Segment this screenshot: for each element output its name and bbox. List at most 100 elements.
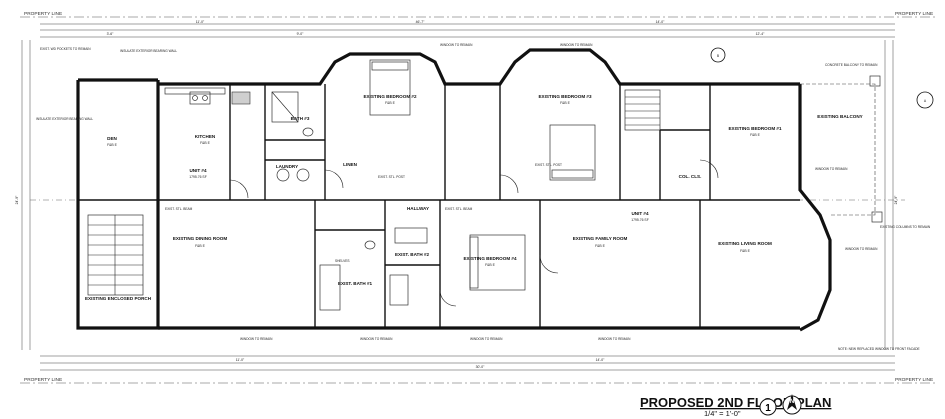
room-name-balcony: EXISTING BALCONY bbox=[817, 114, 862, 119]
laundry-fixtures bbox=[276, 168, 310, 182]
bed3-furniture bbox=[549, 124, 596, 181]
room-name-bed2: EXISTING BEDROOM #2 bbox=[363, 94, 417, 99]
room-label-bath2: EXIST. BATH #2 bbox=[395, 252, 430, 257]
drawing-scale: 1/4" = 1'-0" bbox=[704, 409, 741, 418]
dimension-strings-left: 24'-9" bbox=[15, 40, 31, 350]
room-sub-den: F&B E bbox=[107, 143, 118, 147]
room-label-porch: EXISTING ENCLOSED PORCH bbox=[85, 296, 152, 301]
room-label-unit4-bottom: UNIT #4 1795.76 SF bbox=[631, 211, 649, 222]
room-name-den: DEN bbox=[107, 136, 117, 141]
door-swings bbox=[229, 159, 719, 307]
title-block: PROPOSED 2ND FLOOR PLAN 1/4" = 1'-0" 1 bbox=[640, 395, 831, 418]
dimension-strings-top: 46'-7" 11'-0" 14'-0" 3'-6" 9'-0" 12'-4" bbox=[40, 20, 895, 38]
room-sub-kitchen: F&B E bbox=[200, 141, 211, 145]
room-label-bed4: EXISTING BEDROOM #4 F&B E bbox=[463, 256, 517, 267]
room-label-bath1: EXIST. BATH #1 bbox=[338, 281, 373, 286]
room-label-living: EXISTING LIVING ROOM F&B E bbox=[718, 241, 772, 253]
bath2-fixtures bbox=[389, 227, 428, 306]
dim-bottom-2: 14'-0" bbox=[596, 358, 605, 362]
room-name-linen: LINEN bbox=[343, 162, 357, 167]
note-shelves: SHELVES bbox=[335, 259, 349, 263]
room-name-unit4-bottom: UNIT #4 bbox=[631, 211, 649, 216]
note-stl-beam-2: EXIST. STL. BEAM bbox=[165, 207, 193, 211]
drawing-title: PROPOSED 2ND FLOOR PLAN bbox=[640, 395, 831, 410]
dim-top-4: 9'-0" bbox=[297, 32, 305, 36]
room-name-unit4-top: UNIT #4 bbox=[189, 168, 207, 173]
property-line-label-left-top: PROPERTY LINE bbox=[24, 11, 62, 17]
room-label-bed1: EXISTING BEDROOM #1 F&B E bbox=[728, 126, 782, 137]
room-label-cols: COL. CLS. bbox=[679, 174, 702, 179]
room-sub-unit4-bottom: 1795.76 SF bbox=[631, 218, 649, 222]
room-sub-unit4-top: 1795.76 SF bbox=[189, 175, 207, 179]
room-name-bed3: EXISTING BEDROOM #3 bbox=[538, 94, 592, 99]
sheet-number: 1 bbox=[765, 403, 771, 414]
note-window-7: WINDOW TO REMAIN bbox=[470, 337, 503, 341]
grid-bubble-top: B bbox=[710, 47, 726, 63]
bed4-furniture bbox=[469, 234, 526, 291]
north-arrow-icon: N bbox=[782, 394, 802, 415]
interior-walls bbox=[78, 84, 800, 328]
svg-text:N: N bbox=[790, 399, 794, 405]
room-name-bath3: BATH #3 bbox=[291, 116, 310, 121]
room-label-bed2: EXISTING BEDROOM #2 F&B E bbox=[363, 94, 417, 105]
stair-left bbox=[87, 214, 144, 296]
dim-overall-bottom: 30'-0" bbox=[476, 365, 485, 369]
room-sub-bed4: F&B E bbox=[485, 263, 496, 267]
room-name-kitchen: KITCHEN bbox=[195, 134, 216, 139]
room-name-family: EXISTING FAMILY ROOM bbox=[573, 236, 628, 241]
balcony-columns bbox=[800, 75, 883, 223]
bath3-fixtures bbox=[271, 91, 314, 137]
room-label-den: DEN F&B E bbox=[107, 136, 118, 147]
note-front-facade: NOTE: NEW REPLACED WINDOW TO FRONT FACAD… bbox=[838, 347, 920, 351]
note-wd-pockets: EXIST. WD POCKETS TO REMAIN bbox=[40, 47, 91, 51]
dim-right-overall: 24'-9" bbox=[894, 195, 898, 204]
room-sub-dining: F&B E bbox=[195, 244, 206, 248]
room-name-bath1: EXIST. BATH #1 bbox=[338, 281, 373, 286]
annotations: EXIST. WD POCKETS TO REMAIN INSULATE EXT… bbox=[36, 43, 931, 351]
room-sub-bed2: F&B E bbox=[385, 101, 396, 105]
stair-right bbox=[624, 89, 661, 131]
room-name-hallway: HALLWAY bbox=[407, 206, 429, 211]
room-label-bed3: EXISTING BEDROOM #3 F&B E bbox=[538, 94, 592, 105]
property-line-label-right-bottom: PROPERTY LINE bbox=[895, 377, 933, 383]
room-sub-living: F&B E bbox=[740, 249, 751, 253]
room-label-laundry: LAUNDRY bbox=[276, 164, 298, 169]
note-window-2: WINDOW TO REMAIN bbox=[560, 43, 593, 47]
dim-top-2: 14'-0" bbox=[656, 20, 665, 24]
note-window-8: WINDOW TO REMAIN bbox=[598, 337, 631, 341]
property-line-label-right-top: PROPERTY LINE bbox=[895, 11, 933, 17]
bath1-fixtures bbox=[319, 240, 376, 311]
note-window-3: WINDOW TO REMAIN bbox=[815, 167, 848, 171]
note-columns: EXISTING COLUMNS TO REMAIN bbox=[880, 225, 931, 229]
note-insulate-top: INSULATE EXTERIOR BEARING WALL bbox=[120, 49, 177, 53]
note-window-1: WINDOW TO REMAIN bbox=[440, 43, 473, 47]
room-name-bed1: EXISTING BEDROOM #1 bbox=[728, 126, 782, 131]
dim-overall-top: 46'-7" bbox=[416, 20, 425, 24]
note-stl-post-1: EXIST. STL. POST bbox=[378, 175, 405, 179]
sheet-number-bubble bbox=[759, 398, 777, 416]
note-stl-post-2: EXIST. STL. POST bbox=[535, 163, 562, 167]
property-line-label-left-bottom: PROPERTY LINE bbox=[24, 377, 62, 383]
room-label-linen: LINEN bbox=[343, 162, 357, 167]
dim-top-1: 11'-0" bbox=[196, 20, 205, 24]
room-label-family: EXISTING FAMILY ROOM F&B E bbox=[573, 236, 628, 248]
room-sub-family: F&B E bbox=[595, 244, 606, 248]
grid-bubble-right: A bbox=[916, 91, 934, 109]
dim-top-5: 12'-4" bbox=[756, 32, 765, 36]
note-window-4: WINDOW TO REMAIN bbox=[845, 247, 878, 251]
room-name-dining: EXISTING DINING ROOM bbox=[173, 236, 228, 241]
dimension-strings-bottom: 30'-0" 11'-0" 14'-0" bbox=[40, 355, 895, 371]
room-name-bed4: EXISTING BEDROOM #4 bbox=[463, 256, 517, 261]
grid-bubble-right-label: A bbox=[924, 99, 927, 103]
dimension-strings-right: 24'-9" bbox=[884, 40, 898, 350]
dim-left-overall: 24'-9" bbox=[15, 195, 19, 204]
note-insulate-left: INSULATE EXTERIOR BEARING WALL bbox=[36, 117, 93, 121]
room-label-kitchen: KITCHEN F&B E bbox=[195, 134, 216, 145]
note-stl-beam-1: EXIST. STL. BEAM bbox=[445, 207, 473, 211]
room-name-cols: COL. CLS. bbox=[679, 174, 702, 179]
room-name-bath2: EXIST. BATH #2 bbox=[395, 252, 430, 257]
exterior-walls bbox=[76, 48, 832, 332]
room-name-laundry: LAUNDRY bbox=[276, 164, 298, 169]
room-label-unit4-top: UNIT #4 1795.76 SF bbox=[189, 168, 207, 179]
